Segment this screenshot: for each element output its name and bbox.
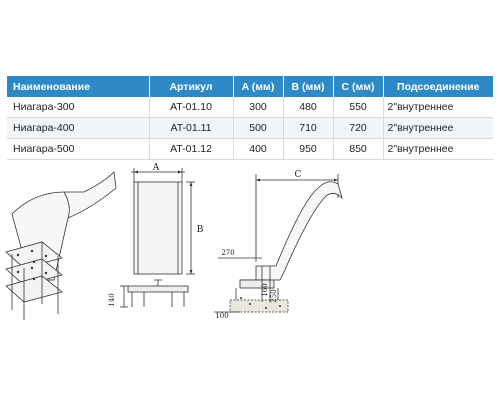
cell-b: 950 <box>283 138 334 160</box>
table-row: Ниагара-500 AT-01.12 400 950 850 2"внутр… <box>7 138 493 160</box>
cell-b: 480 <box>283 97 334 118</box>
dim-c-label: C <box>295 170 302 180</box>
cell-name: Ниагара-400 <box>7 117 150 139</box>
dim-270-label: 270 <box>221 249 234 257</box>
dim-b-label: B <box>197 225 204 235</box>
dim-base-label: 140 <box>108 293 116 306</box>
cell-b: 710 <box>283 117 334 139</box>
col-header-article: Артикул <box>149 76 234 97</box>
cell-name: Ниагара-500 <box>7 138 150 160</box>
cell-a: 500 <box>233 117 284 139</box>
col-header-b: B (мм) <box>283 76 334 97</box>
table-row: Ниагара-400 AT-01.11 500 710 720 2"внутр… <box>7 117 493 139</box>
col-header-connection: Подсоединение <box>383 76 493 97</box>
cell-article: AT-01.12 <box>149 138 234 160</box>
dim-a-label: A <box>152 163 160 173</box>
spec-table: Наименование Артикул A (мм) B (мм) C (мм… <box>7 76 493 160</box>
cell-a: 400 <box>233 138 284 160</box>
front-view-drawing: A B 140 <box>108 163 204 308</box>
col-header-c: C (мм) <box>333 76 384 97</box>
cell-name: Ниагара-300 <box>7 97 150 118</box>
cell-connection: 2"внутреннее <box>383 117 493 139</box>
cell-c: 720 <box>333 117 384 139</box>
dim-100-label: 100 <box>215 312 228 320</box>
cell-c: 550 <box>333 97 384 118</box>
dim-160-label: 160 <box>261 283 269 296</box>
table-header-row: Наименование Артикул A (мм) B (мм) C (мм… <box>7 76 493 97</box>
dim-250-label: 250 <box>270 289 278 302</box>
cell-c: 850 <box>333 138 384 160</box>
cell-a: 300 <box>233 97 284 118</box>
col-header-name: Наименование <box>7 76 150 97</box>
col-header-a: A (мм) <box>233 76 284 97</box>
cell-article: AT-01.11 <box>149 117 234 139</box>
side-view-drawing: C 270 160 250 100 <box>214 170 343 320</box>
table-row: Ниагара-300 AT-01.10 300 480 550 2"внутр… <box>7 97 493 118</box>
exploded-view-drawing <box>5 171 117 320</box>
cell-connection: 2"внутреннее <box>383 138 493 160</box>
cell-article: AT-01.10 <box>149 97 234 118</box>
cell-connection: 2"внутреннее <box>383 97 493 118</box>
